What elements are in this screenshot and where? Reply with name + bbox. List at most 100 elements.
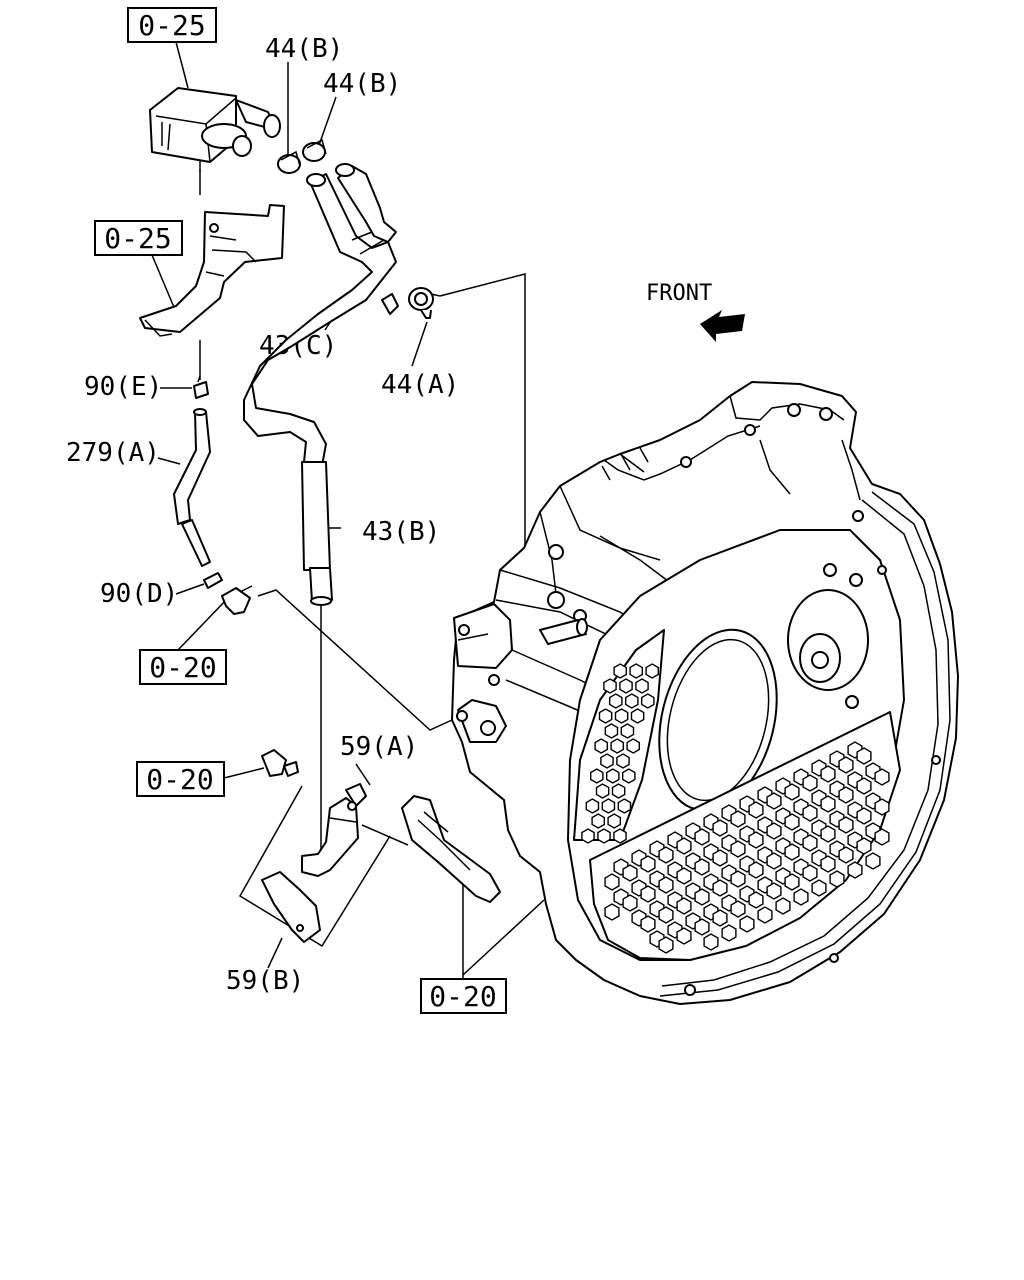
mounting-bracket (139, 204, 285, 337)
honeycomb-cell (829, 870, 845, 888)
honeycomb-cell (703, 933, 719, 951)
honeycomb-cell (620, 723, 635, 739)
honeycomb-cell (625, 693, 639, 709)
label-90d: 90(D) (100, 579, 178, 609)
front-label: FRONT (646, 281, 712, 306)
honeycomb-cell (766, 852, 782, 870)
clamp-44b-2 (302, 138, 327, 162)
honeycomb-cell (874, 768, 890, 786)
honeycomb-cell (603, 678, 617, 694)
honeycomb-cell (604, 723, 619, 739)
honeycomb-cell (600, 753, 614, 769)
honeycomb-cell (676, 897, 692, 915)
honeycomb-cell (766, 792, 782, 810)
hose-43c (243, 163, 399, 467)
honeycomb-cell (613, 663, 627, 679)
honeycomb-cell (838, 756, 854, 774)
honeycomb-cell (865, 852, 881, 870)
honeycomb-cell (640, 915, 656, 933)
ref-box-0-20-mid[interactable]: 0-20 (136, 761, 225, 797)
honeycomb-cell (820, 795, 836, 813)
honeycomb-cell (874, 798, 890, 816)
honeycomb-cell (640, 885, 656, 903)
honeycomb-cell (730, 870, 746, 888)
honeycomb-cell (712, 819, 728, 837)
honeycomb-cell (622, 894, 638, 912)
honeycomb-cell (629, 663, 643, 679)
honeycomb-cell (874, 828, 890, 846)
honeycomb-cell (820, 765, 836, 783)
honeycomb-cell (604, 903, 620, 921)
honeycomb-cell (784, 783, 800, 801)
honeycomb-cell (748, 831, 764, 849)
ref-0-20-mid-text: 0-20 (146, 763, 213, 796)
bolt-0-20 (261, 749, 299, 777)
honeycomb-cell (838, 846, 854, 864)
clamp-44b-1 (277, 150, 301, 174)
honeycomb-cell (820, 855, 836, 873)
honeycomb-cell (607, 813, 621, 829)
honeycomb-cell (645, 663, 659, 679)
leader-lines (151, 41, 549, 979)
honeycomb-cell (630, 708, 645, 724)
ref-box-0-20-left[interactable]: 0-20 (139, 649, 227, 685)
ref-box-0-20-bottom[interactable]: 0-20 (420, 978, 507, 1014)
honeycomb-cell (802, 834, 818, 852)
honeycomb-cell (595, 783, 610, 799)
ref-0-20-bottom-text: 0-20 (429, 980, 496, 1013)
honeycomb-cell (721, 924, 737, 942)
honeycomb-cell (676, 837, 692, 855)
honeycomb-cell (748, 861, 764, 879)
honeycomb-cell (712, 909, 728, 927)
label-44a: 44(A) (381, 370, 459, 400)
honeycomb-cell (838, 816, 854, 834)
label-279a: 279(A) (66, 438, 160, 468)
honeycomb-cell (793, 888, 809, 906)
honeycomb-cell (784, 873, 800, 891)
ref-box-0-25-top[interactable]: 0-25 (127, 7, 217, 43)
ref-0-25-top-text: 0-25 (138, 9, 205, 42)
honeycomb-cell (802, 774, 818, 792)
honeycomb-cell (694, 828, 710, 846)
tube-279a (173, 408, 211, 567)
housing-edge-ticks (601, 447, 649, 481)
honeycomb-cell (775, 897, 791, 915)
label-59b: 59(B) (226, 966, 304, 996)
ref-0-20-left-text: 0-20 (149, 651, 216, 684)
honeycomb-cell (856, 777, 872, 795)
honeycomb-cell (619, 678, 633, 694)
honeycomb-cell (658, 906, 674, 924)
label-59a: 59(A) (340, 732, 418, 762)
lever-0-20 (401, 795, 501, 903)
honeycomb-cell (712, 849, 728, 867)
ref-0-25-mid-text: 0-25 (104, 222, 171, 255)
honeycomb-cell (622, 768, 636, 784)
honeycomb-cell (614, 708, 629, 724)
honeycomb-cell (609, 693, 623, 709)
honeycomb-cell (598, 708, 613, 724)
clip-59b (261, 871, 321, 943)
honeycomb-cell (658, 936, 674, 954)
honeycomb-cell (694, 858, 710, 876)
label-90e: 90(E) (84, 372, 162, 402)
clip-59a (301, 783, 367, 877)
honeycomb-cell (802, 864, 818, 882)
honeycomb-cell (757, 906, 773, 924)
honeycomb-cell (730, 900, 746, 918)
ref-box-0-25-mid[interactable]: 0-25 (94, 220, 183, 256)
honeycomb-cell (658, 876, 674, 894)
honeycomb-grille (581, 663, 890, 954)
honeycomb-cell (591, 813, 605, 829)
clamp-44a (408, 287, 441, 319)
honeycomb-cell (712, 879, 728, 897)
honeycomb-cell (802, 804, 818, 822)
label-43b: 43(B) (362, 517, 440, 547)
honeycomb-cell (766, 882, 782, 900)
honeycomb-cell (617, 798, 632, 814)
honeycomb-cell (658, 846, 674, 864)
honeycomb-cell (730, 810, 746, 828)
honeycomb-cell (616, 753, 630, 769)
honeycomb-cell (594, 738, 608, 754)
honeycomb-cell (820, 825, 836, 843)
